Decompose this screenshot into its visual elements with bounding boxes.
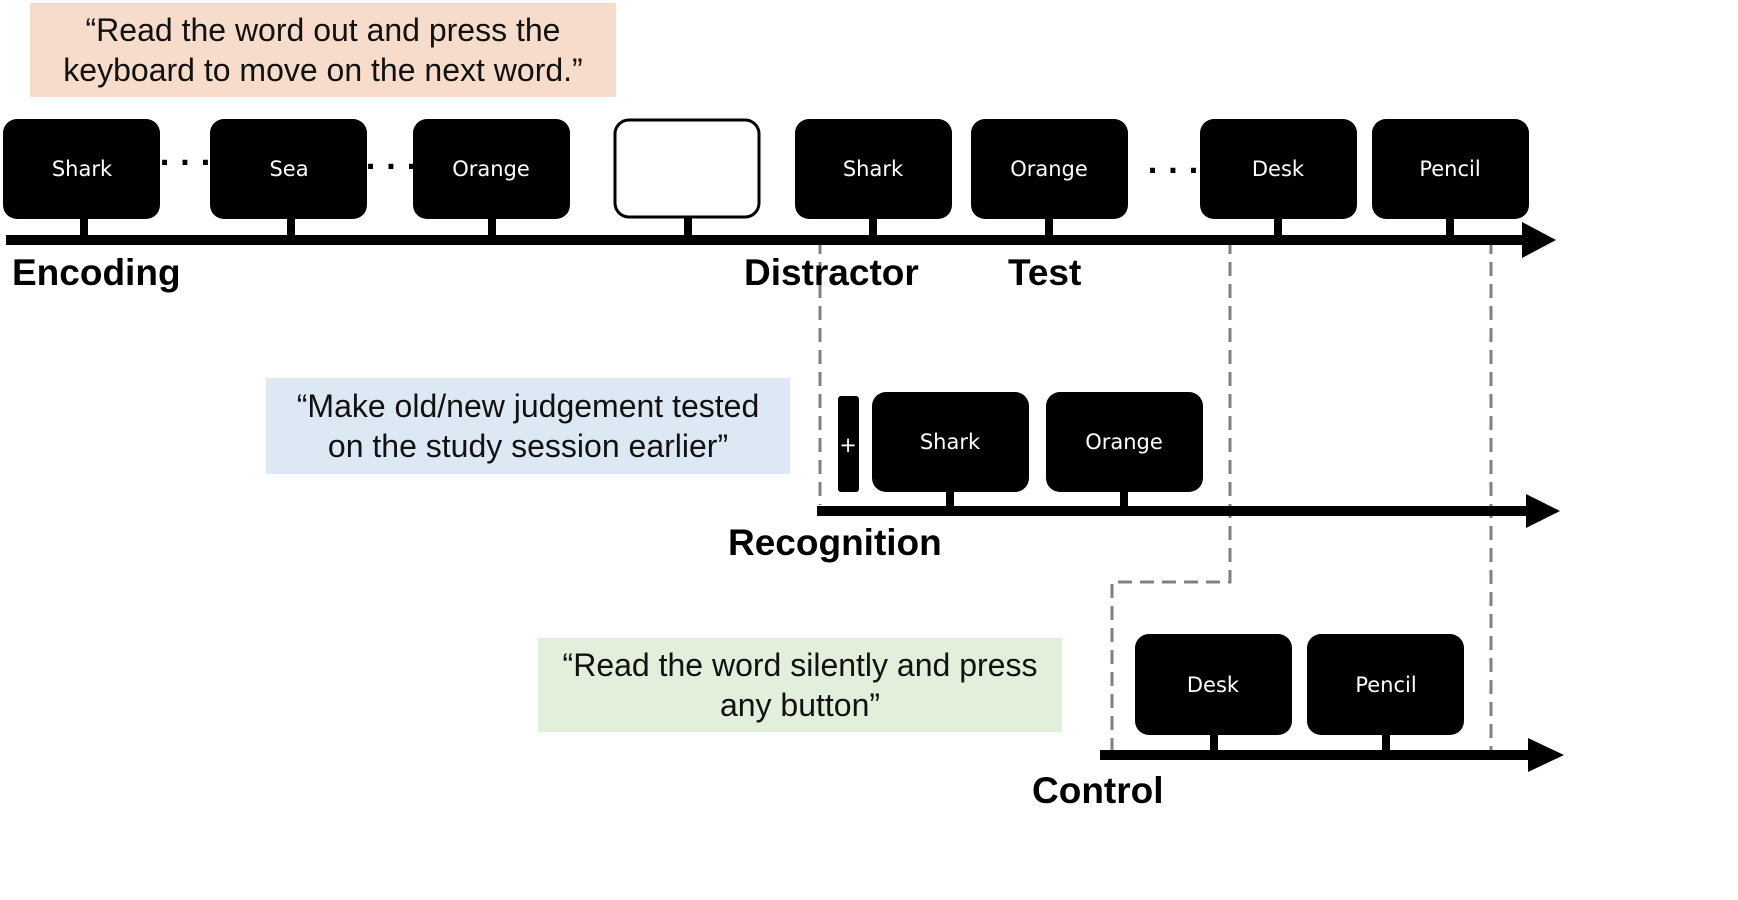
control-connector-left: [1110, 240, 1232, 760]
screen-test-3: Desk: [1200, 119, 1357, 236]
timeline-recognition: [817, 494, 1560, 528]
timeline-control-arrowhead: [1528, 738, 1564, 772]
ellipsis-3: · · ·: [1147, 154, 1198, 187]
screen-encoding-3: Orange: [413, 119, 570, 236]
phase-label-recognition: Recognition: [728, 522, 942, 563]
control-instruction: “Read the word silently and press any bu…: [538, 638, 1062, 732]
fixation-cross: +: [839, 433, 857, 457]
timeline-top: [6, 222, 1556, 258]
screen-word: Shark: [920, 430, 981, 454]
control-instruction-line1: “Read the word silently and press: [562, 647, 1038, 683]
ellipsis-2: · · ·: [365, 150, 416, 183]
screen-encoding-1: Shark: [3, 119, 160, 236]
recognition-screens: + Shark Orange: [838, 392, 1203, 507]
screen-word: Orange: [452, 157, 530, 181]
encoding-instruction-line2: keyboard to move on the next word.”: [63, 52, 583, 88]
screen-distractor-blank: [613, 118, 761, 236]
screen-test-4: Pencil: [1372, 119, 1529, 236]
control-screens: Desk Pencil: [1135, 634, 1464, 751]
screen-test-1: Shark: [795, 119, 952, 236]
phase-label-control: Control: [1032, 770, 1164, 811]
recognition-instruction-line2: on the study session earlier”: [327, 428, 729, 464]
dashed-connectors: [818, 240, 1493, 760]
phase-label-encoding: Encoding: [12, 252, 181, 293]
screen-word: Pencil: [1419, 157, 1480, 181]
timeline-control: [1100, 738, 1564, 772]
recognition-instruction: “Make old/new judgement tested on the st…: [266, 378, 790, 474]
screen-word: Desk: [1187, 673, 1240, 697]
ellipsis-1: · · ·: [159, 146, 210, 179]
screen-encoding-2: Sea: [210, 119, 367, 236]
screen-control-1: Desk: [1135, 634, 1292, 751]
control-instruction-line2: any button”: [719, 687, 881, 723]
recognition-instruction-line1: “Make old/new judgement tested: [296, 388, 760, 424]
screen-word: Pencil: [1355, 673, 1416, 697]
screen-recognition-1: Shark: [872, 392, 1029, 507]
timeline-recognition-arrowhead: [1526, 494, 1560, 528]
screen-test-2: Orange: [971, 119, 1128, 236]
screen-word: Shark: [843, 157, 904, 181]
screen-recognition-2: Orange: [1046, 392, 1203, 507]
screen-word: Shark: [52, 157, 113, 181]
encoding-instruction: “Read the word out and press the keyboar…: [30, 3, 616, 97]
screen-word: Orange: [1010, 157, 1088, 181]
top-screens: Shark Sea Orange Shark Orange: [3, 118, 1529, 236]
fixation-cross-screen: +: [838, 396, 859, 492]
screen-word: Sea: [269, 157, 308, 181]
screen-word: Desk: [1252, 157, 1305, 181]
screen-word: Orange: [1085, 430, 1163, 454]
phase-label-distractor: Distractor: [744, 252, 919, 293]
screen-control-2: Pencil: [1307, 634, 1464, 751]
encoding-instruction-line1: “Read the word out and press the: [85, 12, 561, 48]
phase-label-test: Test: [1008, 252, 1081, 293]
timeline-top-arrowhead: [1522, 222, 1556, 258]
